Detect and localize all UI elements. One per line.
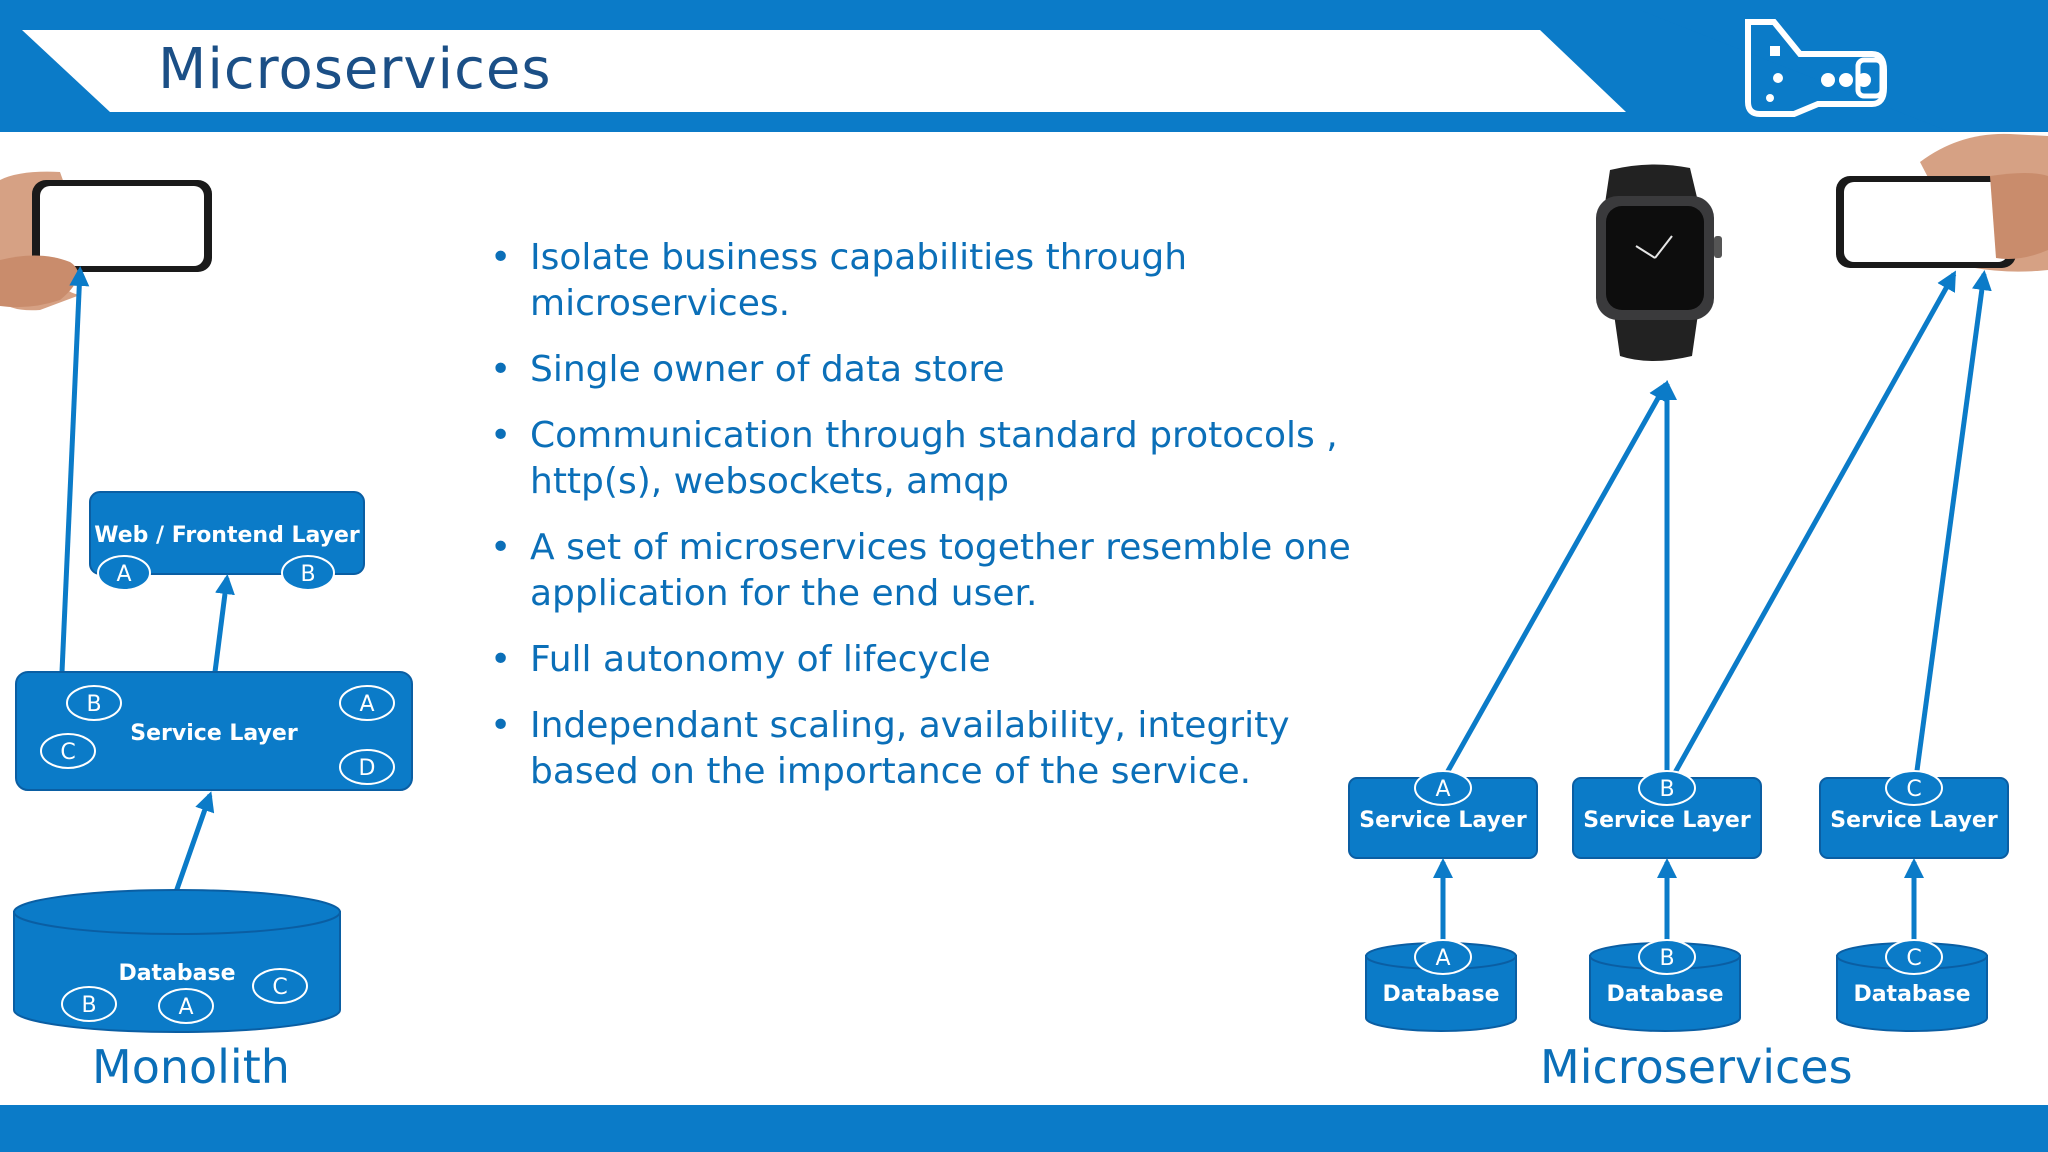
bullet-list: Isolate business capabilities through mi… bbox=[490, 235, 1360, 815]
microservice-a-db-badge: A bbox=[1435, 946, 1450, 971]
web-badge-b: B bbox=[300, 562, 315, 587]
web-frontend-layer-label: Web / Frontend Layer bbox=[94, 523, 360, 548]
microservice-b-db-label: Database bbox=[1606, 982, 1723, 1007]
service-badge-b: B bbox=[86, 692, 101, 717]
monolith-database-cylinder: Database B A C bbox=[13, 889, 341, 1033]
arrow-svc-b-to-phone bbox=[1669, 270, 1957, 780]
monolith-service-layer-label: Service Layer bbox=[130, 721, 298, 746]
microservice-a-service-label: Service Layer bbox=[1359, 808, 1527, 833]
phone-in-hand-icon bbox=[0, 171, 212, 311]
db-badge-a: A bbox=[178, 995, 193, 1020]
web-badge-a: A bbox=[116, 562, 131, 587]
arrow-service-to-web bbox=[212, 574, 235, 673]
microservice-c-service-label: Service Layer bbox=[1830, 808, 1998, 833]
microservice-b-service-label: Service Layer bbox=[1583, 808, 1751, 833]
db-badge-b: B bbox=[81, 993, 96, 1018]
arrow-svc-c-to-phone bbox=[1913, 270, 1992, 779]
microservice-a-db-label: Database bbox=[1382, 982, 1499, 1007]
microservice-b-group: Service Layer B B Database bbox=[1572, 770, 1762, 1032]
smartwatch-icon bbox=[1596, 164, 1722, 361]
bullet-item: Independant scaling, availability, integ… bbox=[490, 703, 1360, 795]
bullet-item: Communication through standard protocols… bbox=[490, 413, 1360, 505]
microservice-a-service-badge: A bbox=[1435, 777, 1450, 802]
slide-title: Microservices bbox=[158, 37, 552, 102]
footer-band bbox=[0, 1105, 2048, 1152]
service-badge-d: D bbox=[359, 756, 376, 781]
microservices-caption: Microservices bbox=[1540, 1040, 1853, 1094]
arrow-db-to-service bbox=[173, 791, 215, 893]
bullet-item: Isolate business capabilities through mi… bbox=[490, 235, 1360, 327]
monolith-caption: Monolith bbox=[92, 1040, 290, 1094]
bullet-item: A set of microservices together resemble… bbox=[490, 525, 1360, 617]
microservice-c-db-badge: C bbox=[1906, 946, 1921, 971]
phone-in-hand-icon bbox=[1836, 133, 2048, 272]
arrow-svc-a-to-watch bbox=[1441, 380, 1669, 780]
bullet-item: Single owner of data store bbox=[490, 347, 1360, 393]
monolith-database-label: Database bbox=[118, 961, 235, 986]
bullet-item: Full autonomy of lifecycle bbox=[490, 637, 1360, 683]
arrow-service-to-phone bbox=[59, 266, 90, 673]
service-badge-c: C bbox=[60, 740, 75, 765]
microservice-b-service-badge: B bbox=[1659, 777, 1674, 802]
microservice-c-db-label: Database bbox=[1853, 982, 1970, 1007]
microservice-c-group: Service Layer C C Database bbox=[1819, 770, 2009, 1032]
flask-logo-icon bbox=[1745, 19, 1887, 117]
web-frontend-layer-box: Web / Frontend Layer A B bbox=[89, 491, 365, 591]
monolith-service-layer-box: Service Layer B C A D bbox=[15, 671, 413, 791]
microservice-c-service-badge: C bbox=[1906, 777, 1921, 802]
header-band bbox=[0, 0, 2048, 132]
microservice-a-group: Service Layer A A Database bbox=[1348, 770, 1538, 1032]
microservice-b-db-badge: B bbox=[1659, 946, 1674, 971]
service-badge-a: A bbox=[359, 692, 374, 717]
db-badge-c: C bbox=[272, 975, 287, 1000]
